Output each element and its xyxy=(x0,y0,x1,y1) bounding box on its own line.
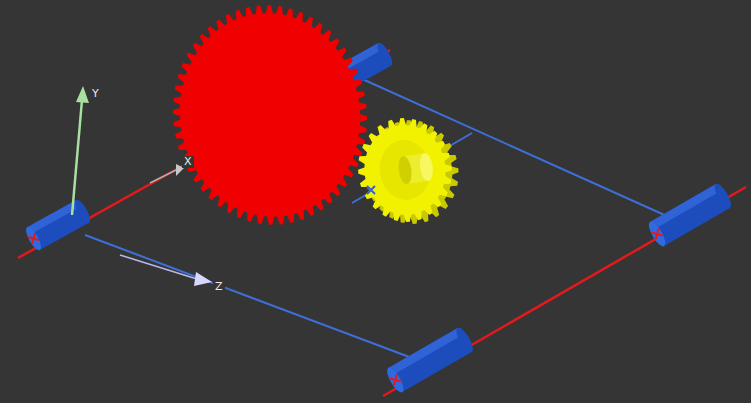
bearing-cylinder xyxy=(646,181,734,248)
axis-arrow xyxy=(72,100,82,215)
axis-arrowhead xyxy=(76,86,89,103)
axis-arrowhead xyxy=(194,272,212,286)
axis-arrow xyxy=(120,255,200,280)
axis-arrow xyxy=(150,170,176,183)
axis-label: Y xyxy=(90,88,101,100)
bearing-cylinder xyxy=(23,198,93,252)
frame-line xyxy=(85,235,412,358)
axis-marker xyxy=(367,186,375,194)
large-gear xyxy=(159,0,381,237)
pinion-gear xyxy=(351,111,465,231)
axis-label: Z xyxy=(213,281,225,293)
bearing-cylinder xyxy=(384,325,476,394)
axis-label: X xyxy=(182,156,194,168)
